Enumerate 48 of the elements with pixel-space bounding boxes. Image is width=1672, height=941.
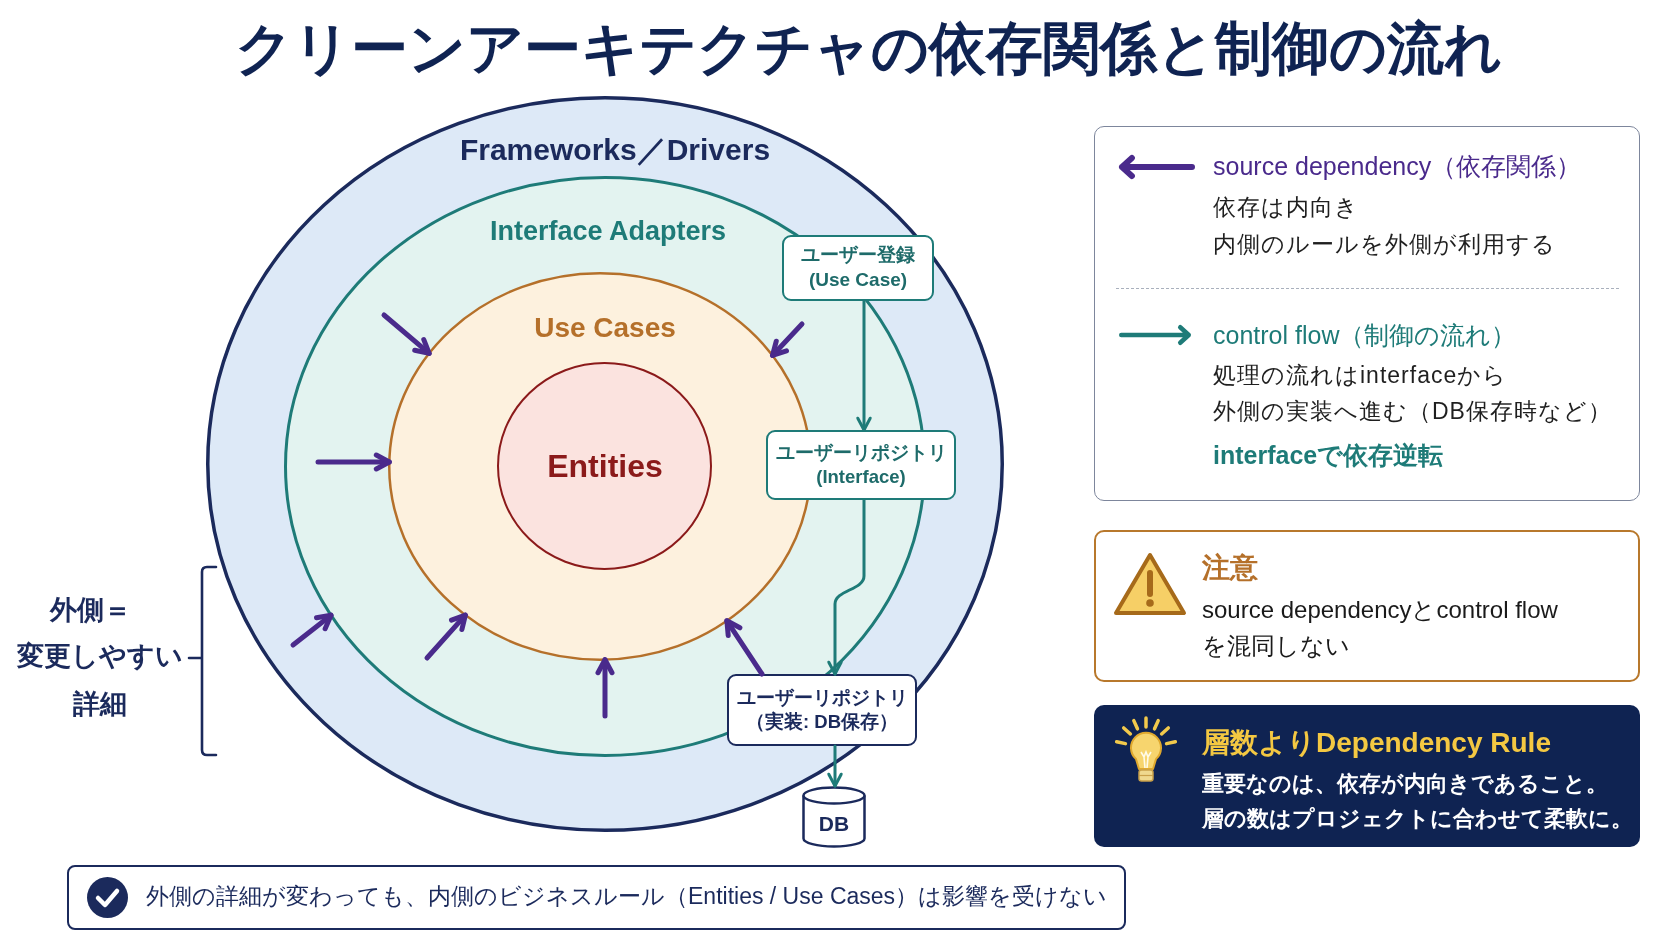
caution-panel (1094, 530, 1640, 682)
component-role: （実装: DB保存） (746, 710, 898, 734)
component-role: (Interface) (816, 465, 906, 489)
arrow (827, 498, 866, 676)
panel-text: source dependencyとcontrol flowを混同しない (1202, 595, 1559, 661)
arrow (856, 299, 872, 432)
panel-text: 層の数はプロジェクトに合わせて柔軟に。 (1202, 806, 1633, 833)
legend-note: 外側の実装へ進む（DB保存時など） (1213, 398, 1612, 426)
layer-ring (284, 176, 926, 757)
legend-note: 依存は内向き (1213, 194, 1359, 222)
arrow (770, 321, 805, 358)
legend-note: interfaceで依存逆転 (1213, 440, 1444, 470)
core-circle (497, 362, 712, 570)
database-cylinder (802, 786, 866, 848)
panel-heading: 層数よりDependency Rule (1202, 726, 1551, 760)
arrow (290, 612, 334, 648)
title: クリーンアーキテクチャの依存関係と制御の流れ (234, 14, 1502, 82)
arrow (827, 744, 843, 788)
database-label: DB (818, 811, 850, 837)
component-box (766, 430, 956, 500)
legend-note: 処理の流れはinterfaceから (1213, 362, 1508, 390)
arrow (315, 452, 392, 472)
component-role: (Use Case) (808, 268, 908, 292)
note-text: 外側の詳細が変わっても、内側のビジネスルール（Entities / Use Cases）は影響を受けない (146, 883, 1108, 911)
layer-label: Use Cases (534, 311, 676, 345)
side-label: 詳細 (73, 688, 127, 721)
component-box (782, 235, 934, 301)
legend-label: control flow（制御の流れ） (1213, 320, 1517, 350)
arrow (595, 657, 615, 719)
layer-label: Frameworks／Drivers (459, 132, 771, 168)
arrow (381, 312, 432, 356)
legend-note: 内側のルールを外側が利用する (1213, 231, 1556, 259)
side-label: 外側＝ (49, 594, 131, 627)
layer-ring (206, 96, 1004, 832)
tip-panel (1094, 705, 1640, 847)
panel-text: 重要なのは、依存が内向きであること。 (1202, 771, 1608, 798)
side-label: 変更しやすい (17, 640, 183, 673)
component-name: ユーザーリポジトリ (775, 440, 947, 465)
panel-heading: 注意 (1202, 551, 1258, 585)
component-name: ユーザー登録 (801, 243, 915, 268)
layer-label: Entities (547, 446, 663, 486)
layer-label: Interface Adapters (489, 214, 727, 248)
layer-ring (388, 272, 812, 661)
component-name: ユーザーリポジトリ (736, 685, 908, 710)
arrow (424, 612, 468, 661)
note-panel (67, 865, 1126, 930)
arrow (724, 618, 765, 677)
legend-label: source dependency（依存関係） (1213, 151, 1582, 181)
